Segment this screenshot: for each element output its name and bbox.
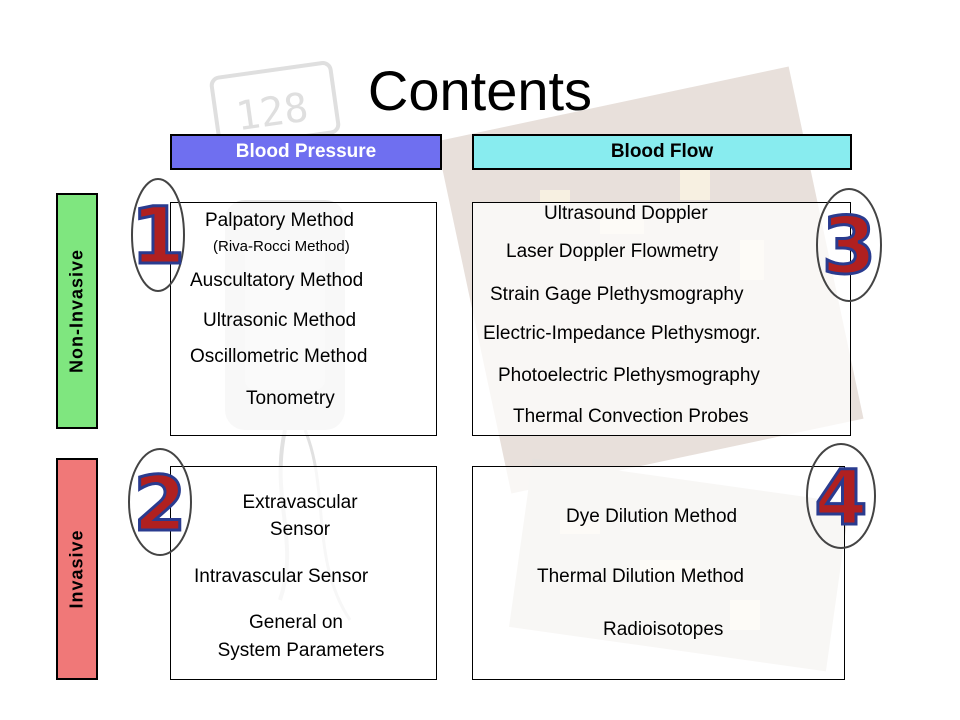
q4-item-radioisotopes: Radioisotopes [603, 619, 724, 640]
q2-item-system-parameters: System Parameters [217, 640, 385, 661]
q3-item-laser-doppler: Laser Doppler Flowmetry [506, 241, 719, 262]
blood-pressure-header: Blood Pressure [170, 134, 442, 170]
q3-item-thermal-convection: Thermal Convection Probes [513, 406, 749, 427]
q1-item-ultrasonic: Ultrasonic Method [203, 310, 357, 331]
q3-item-electric-impedance: Electric-Impedance Plethysmogr. [483, 323, 761, 344]
number-1: 1 [131, 192, 185, 282]
q1-item-oscillometric: Oscillometric Method [190, 346, 368, 367]
quadrant-3-box [472, 202, 851, 436]
quadrant-1-box [170, 202, 437, 436]
q2-item-extravascular: Extravascular [242, 492, 358, 513]
number-3: 3 [822, 202, 876, 292]
number-1-badge: 1 [129, 178, 187, 292]
non-invasive-label: Non-Invasive [66, 248, 87, 374]
q3-item-strain-gage: Strain Gage Plethysmography [490, 284, 744, 305]
q3-item-ultrasound-doppler: Ultrasound Doppler [544, 203, 708, 224]
number-4: 4 [815, 453, 868, 542]
svg-text:128: 128 [233, 85, 311, 141]
q4-item-thermal-dilution: Thermal Dilution Method [537, 566, 744, 587]
invasive-header: Invasive [56, 458, 98, 680]
q1-item-tonometry: Tonometry [246, 388, 335, 409]
quadrant-4-box [472, 466, 845, 680]
q4-item-dye-dilution: Dye Dilution Method [566, 506, 738, 527]
q2-item-general-on: General on [248, 612, 343, 633]
number-2-badge: 2 [128, 448, 192, 556]
q1-item-riva-rocci: (Riva-Rocci Method) [213, 238, 350, 255]
q1-item-auscultatory: Auscultatory Method [190, 270, 364, 291]
number-2: 2 [134, 459, 187, 548]
quadrant-2-box [170, 466, 437, 680]
number-4-badge: 4 [806, 443, 876, 549]
number-3-badge: 3 [816, 188, 882, 302]
q2-item-sensor: Sensor [269, 519, 331, 540]
q1-item-palpatory: Palpatory Method [205, 210, 354, 231]
page-title: Contents [367, 59, 593, 122]
blood-flow-header: Blood Flow [472, 134, 852, 170]
non-invasive-header: Non-Invasive [56, 193, 98, 429]
q2-item-intravascular: Intravascular Sensor [194, 566, 369, 587]
invasive-label: Invasive [66, 529, 87, 609]
q3-item-photoelectric: Photoelectric Plethysmography [498, 365, 760, 386]
